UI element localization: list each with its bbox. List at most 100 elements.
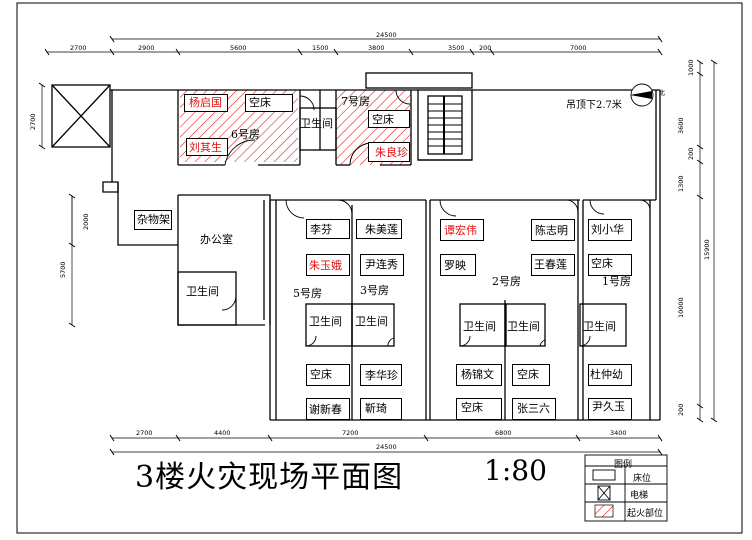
- empty-bed-label: 空床: [372, 113, 394, 126]
- wc-label: 卫生间: [186, 285, 219, 298]
- dim-top: 2700: [70, 44, 87, 52]
- dim-top: 7000: [570, 44, 587, 52]
- bed: [531, 219, 575, 241]
- occupant-lifen: 李芬: [310, 223, 332, 236]
- legend-bed: 床位: [633, 474, 652, 484]
- legend-box: [584, 454, 668, 522]
- bed: [306, 219, 350, 239]
- occupant-yinjiuyu: 尹久玉: [592, 400, 625, 413]
- dim-right: 15900: [703, 239, 711, 260]
- dim-right: 200: [677, 403, 685, 416]
- bed: [360, 364, 402, 386]
- bed: [440, 219, 484, 241]
- dim-top: 5600: [230, 44, 247, 52]
- north-label: 北: [659, 90, 666, 97]
- dim-top: 3500: [448, 44, 465, 52]
- dim-top: 200: [479, 44, 492, 52]
- occupant-liuqisheng: 刘其生: [189, 141, 222, 154]
- dim-bottom-overall: 24500: [376, 443, 397, 451]
- occupant-chenzhiming: 陈志明: [535, 224, 568, 237]
- dim-left: 5700: [59, 261, 67, 278]
- occupant-luoying: 罗映: [444, 259, 466, 272]
- dim-left: 2700: [29, 113, 37, 130]
- bed: [456, 364, 502, 386]
- bed: [186, 138, 228, 156]
- wc-label: 卫生间: [355, 315, 388, 328]
- office-label: 办公室: [200, 233, 233, 246]
- legend-title: 图例: [614, 460, 633, 470]
- dim-left: 2000: [82, 213, 90, 230]
- occupant-wangchunlian: 王春莲: [534, 258, 567, 271]
- wc-label: 卫生间: [309, 315, 342, 328]
- ceiling-note: 吊顶下2.7米: [566, 100, 622, 111]
- elevator-shaft: [51, 84, 111, 148]
- bed: [184, 94, 228, 112]
- dim-top: 3800: [368, 44, 385, 52]
- room-label-6: 6号房: [231, 128, 260, 141]
- dim-top: 2900: [138, 44, 155, 52]
- dim-right: 3600: [677, 117, 685, 134]
- bed: [356, 219, 402, 239]
- dim-bottom: 3400: [610, 429, 627, 437]
- empty-bed-label: 空床: [591, 257, 613, 270]
- room-label-7: 7号房: [341, 95, 370, 108]
- storage-label: 杂物架: [137, 213, 170, 226]
- dim-top-overall: 24500: [376, 31, 397, 39]
- bed: [306, 398, 350, 420]
- legend-fire-origin: 起火部位: [627, 509, 664, 519]
- bed: [440, 254, 476, 276]
- room-label-5: 5号房: [293, 287, 322, 300]
- occupant-yinlianxiu: 尹连秀: [365, 258, 398, 271]
- wc-label: 卫生间: [583, 320, 616, 333]
- dim-bottom: 6800: [495, 429, 512, 437]
- wc-label: 卫生间: [507, 320, 540, 333]
- occupant-tanhongwei: 谭宏伟: [444, 224, 477, 237]
- dim-top: 1500: [312, 44, 329, 52]
- bed: [245, 94, 293, 112]
- dim-right: 1300: [677, 175, 685, 192]
- occupant-lihuazhen: 李华珍: [365, 369, 398, 382]
- wc-label: 卫生间: [300, 117, 333, 130]
- room-label-2: 2号房: [492, 275, 521, 288]
- bed: [588, 254, 632, 276]
- bed: [512, 398, 556, 420]
- bed: [134, 210, 172, 230]
- drawing-scale: 1:80: [484, 454, 547, 487]
- page-frame: [16, 2, 743, 534]
- bed: [360, 254, 404, 276]
- room-label-1: 1号房: [602, 275, 631, 288]
- dim-bottom: 7200: [342, 429, 359, 437]
- bed: [588, 398, 632, 420]
- wc-label: 卫生间: [463, 320, 496, 333]
- bed: [512, 364, 550, 386]
- occupant-liuxiaohua: 刘小华: [591, 223, 624, 236]
- bed: [306, 364, 350, 386]
- room-label-3: 3号房: [360, 284, 389, 297]
- occupant-zhangsanliu: 张三六: [517, 402, 550, 415]
- occupant-duzhongyou: 杜仲幼: [590, 368, 623, 381]
- dim-right: 200: [687, 147, 695, 160]
- occupant-zhuyue: 朱玉娥: [309, 259, 342, 272]
- dim-bottom: 2700: [136, 429, 153, 437]
- empty-bed-label: 空床: [310, 368, 332, 381]
- dim-right: 1000: [687, 59, 695, 76]
- drawing-title: 3楼火灾现场平面图: [135, 460, 404, 495]
- bed: [531, 254, 575, 276]
- occupant-zhumeilian: 朱美莲: [365, 223, 398, 236]
- dim-bottom: 4400: [214, 429, 231, 437]
- bed: [456, 398, 502, 420]
- bed: [368, 110, 410, 128]
- occupant-zhuliangzhen: 朱良珍: [375, 146, 408, 159]
- bed: [306, 254, 350, 276]
- occupant-yangjinwen: 杨锦文: [461, 368, 494, 381]
- bed: [588, 364, 632, 386]
- bed: [588, 219, 632, 241]
- empty-bed-label: 空床: [249, 96, 271, 109]
- bed: [368, 142, 410, 162]
- occupant-jinqi: 靳琦: [365, 402, 387, 415]
- dim-right: 10000: [677, 297, 685, 318]
- legend-elevator: 电梯: [630, 491, 649, 501]
- occupant-yangqiguo: 杨启国: [189, 96, 222, 109]
- occupant-xiexinchun: 谢新春: [309, 403, 342, 416]
